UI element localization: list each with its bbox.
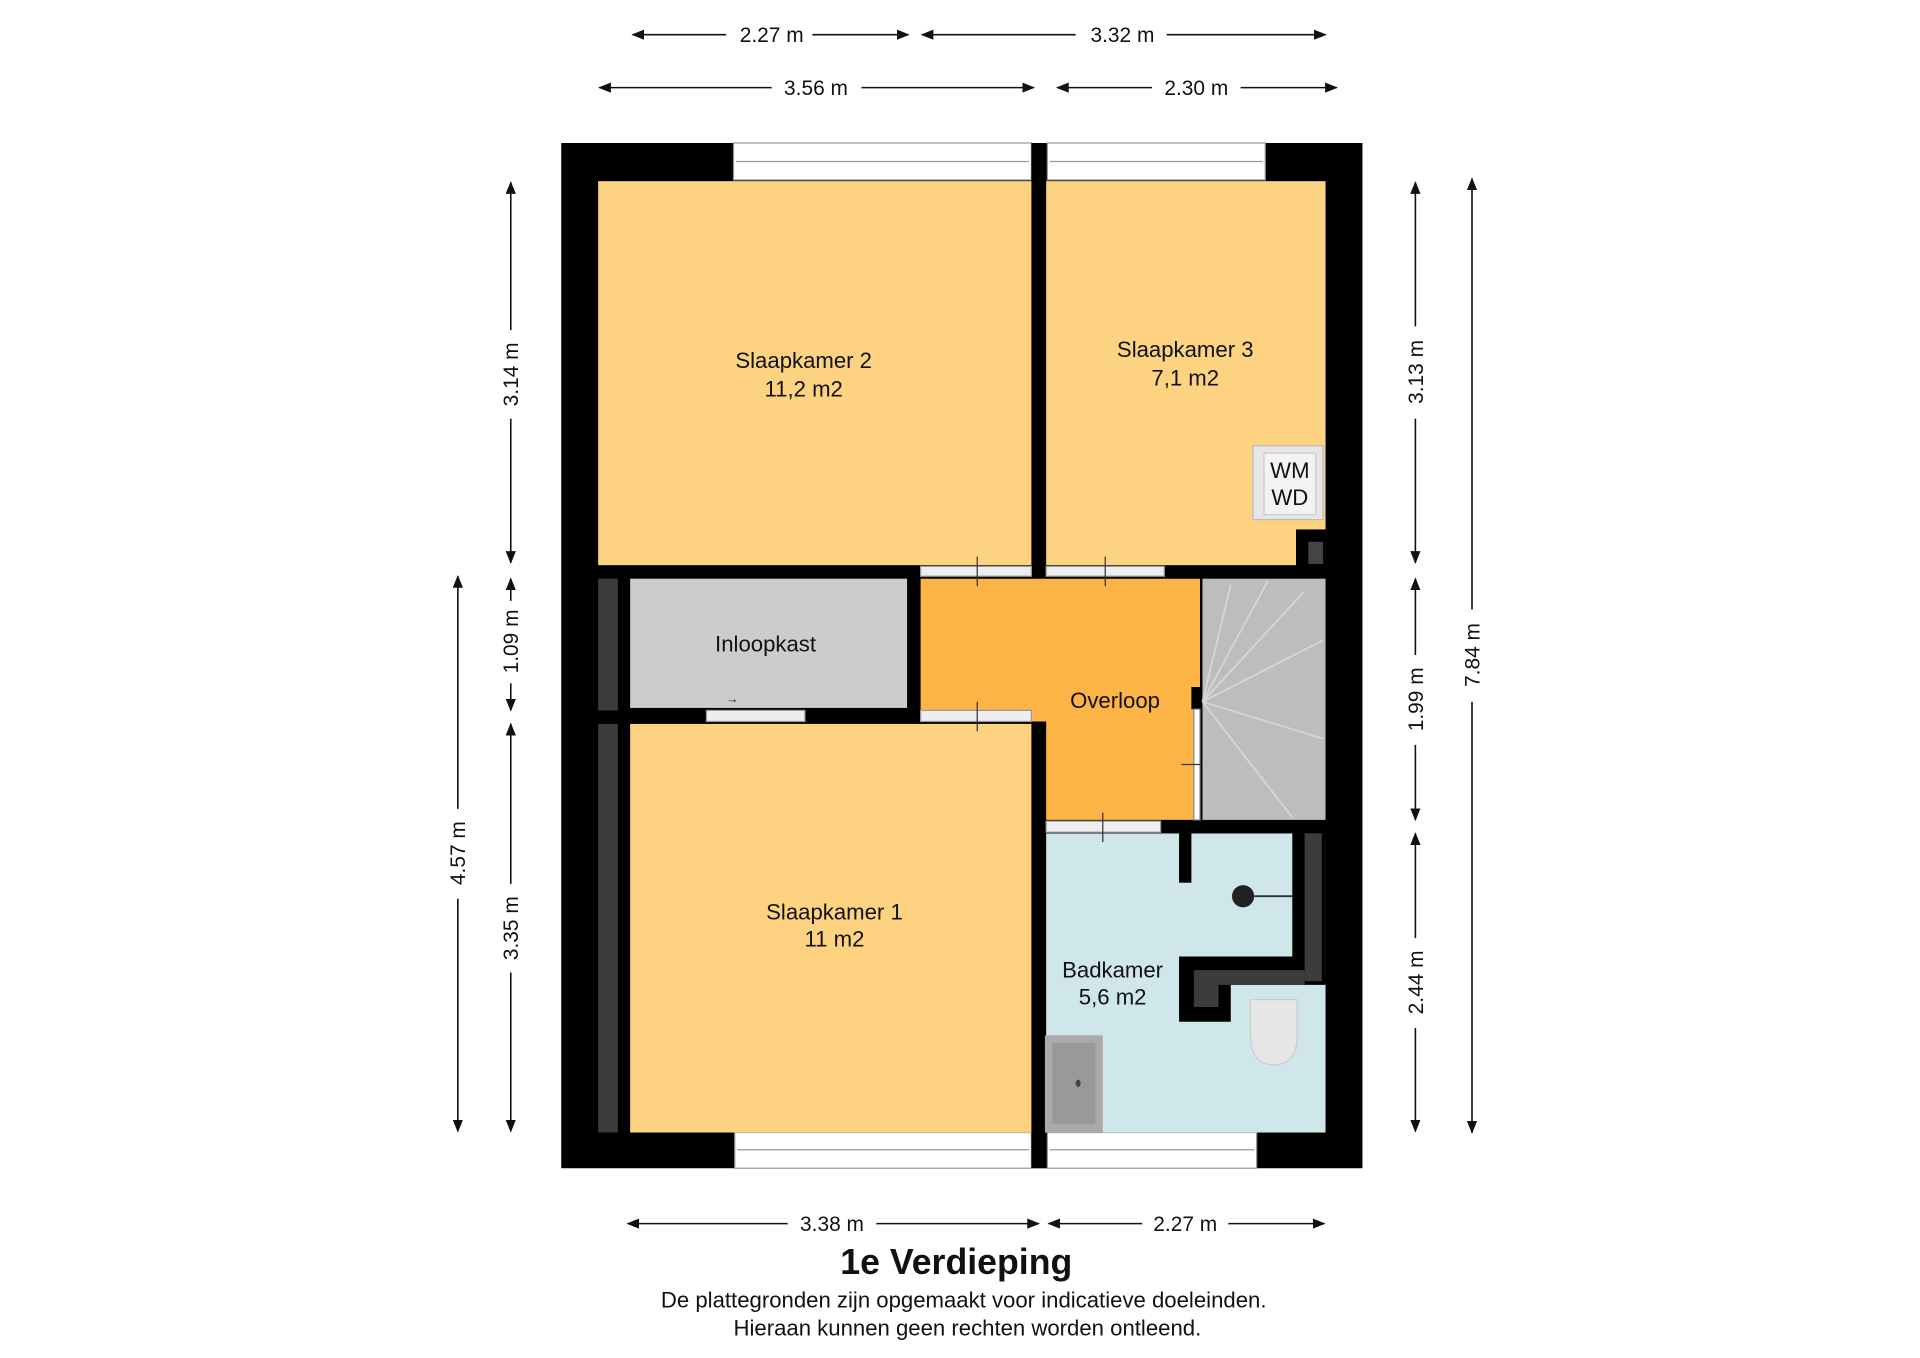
disclaimer-line-1: De plattegronden zijn opgemaakt voor ind…: [661, 1287, 1267, 1312]
label-wm: WM: [1270, 458, 1309, 483]
floor-title: 1e Verdieping: [840, 1242, 1072, 1282]
area-slaapkamer-3: 7,1 m2: [1151, 365, 1219, 390]
room-inloopkast: [630, 578, 908, 708]
dim-bottom-a: 3.38 m: [800, 1213, 864, 1236]
label-slaapkamer-1: Slaapkamer 1: [766, 900, 903, 925]
door-arrow: →: [726, 692, 738, 706]
dim-right-outer: 7.84 m: [1461, 623, 1484, 687]
dimension-lines: [452, 29, 1478, 1229]
dim-top-2b: 2.30 m: [1164, 77, 1228, 100]
dim-top-1b: 3.32 m: [1091, 24, 1155, 47]
dim-left-2: 1.09 m: [500, 610, 523, 674]
label-slaapkamer-2: Slaapkamer 2: [735, 348, 872, 373]
dim-right-3: 2.44 m: [1405, 950, 1428, 1014]
dim-bottom-b: 2.27 m: [1153, 1213, 1217, 1236]
windows: [732, 142, 1266, 1169]
area-slaapkamer-2: 11,2 m2: [765, 377, 843, 402]
room-slaapkamer-1: [630, 723, 1032, 1133]
dim-right-2: 1.99 m: [1405, 667, 1428, 731]
dim-left-outer: 4.57 m: [447, 821, 470, 885]
label-wd: WD: [1271, 485, 1308, 510]
room-overloop: [920, 578, 1200, 820]
dim-top-1a: 2.27 m: [740, 24, 804, 47]
toilet: [1249, 999, 1298, 1066]
room-slaapkamer-2: [598, 181, 1032, 566]
label-badkamer: Badkamer: [1062, 957, 1163, 982]
label-inloopkast: Inloopkast: [715, 631, 816, 656]
staircase: [1202, 578, 1326, 820]
dim-left-3: 3.35 m: [500, 896, 523, 960]
dim-top-2a: 3.56 m: [784, 77, 848, 100]
area-slaapkamer-1: 11 m2: [805, 927, 865, 952]
label-overloop: Overloop: [1070, 688, 1160, 713]
dim-left-1: 3.14 m: [500, 342, 523, 406]
shower-drain: [1232, 885, 1255, 908]
disclaimer-line-2: Hieraan kunnen geen rechten worden ontle…: [734, 1316, 1202, 1341]
dim-right-1: 3.13 m: [1405, 340, 1428, 404]
area-badkamer: 5,6 m2: [1079, 985, 1147, 1010]
label-slaapkamer-3: Slaapkamer 3: [1117, 337, 1254, 362]
